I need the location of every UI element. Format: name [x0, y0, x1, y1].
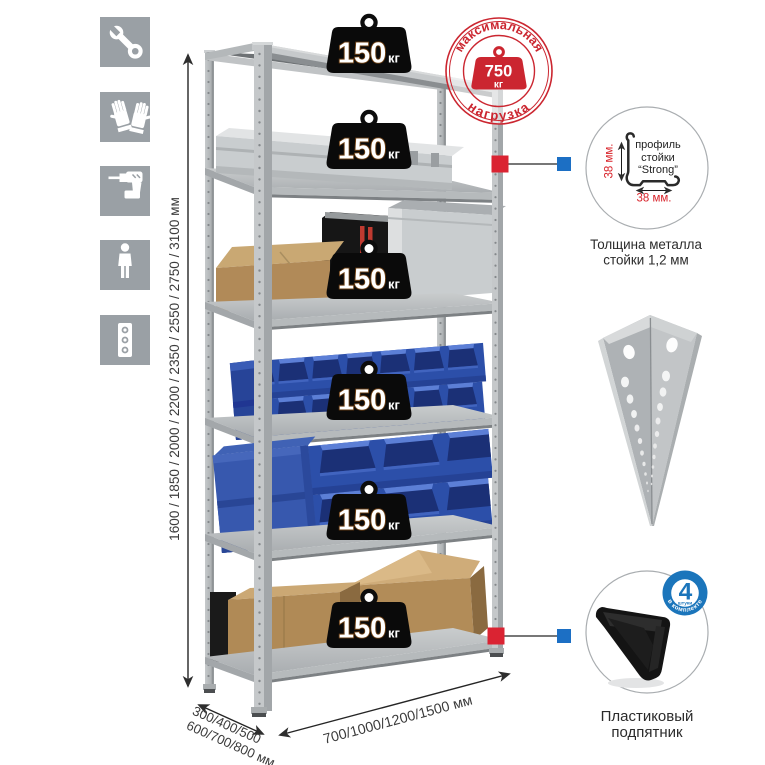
svg-text:38 мм.: 38 мм. [637, 193, 672, 205]
svg-text:38 мм.: 38 мм. [604, 144, 616, 179]
svg-text:“Strong”: “Strong” [638, 164, 678, 176]
svg-text:750: 750 [485, 63, 513, 81]
svg-text:Толщина металла: Толщина металла [590, 237, 702, 252]
svg-text:стойки: стойки [641, 152, 675, 164]
svg-text:стойки 1,2 мм: стойки 1,2 мм [603, 253, 688, 268]
svg-text:4: 4 [679, 579, 693, 606]
svg-text:штуки: штуки [678, 602, 693, 607]
svg-text:подпятник: подпятник [611, 724, 683, 741]
svg-text:профиль: профиль [635, 139, 681, 151]
svg-text:1600 / 1850 / 2000 / 2200 / 23: 1600 / 1850 / 2000 / 2200 / 2350 / 2550 … [167, 197, 182, 541]
svg-text:700/1000/1200/1500 мм: 700/1000/1200/1500 мм [322, 693, 475, 748]
svg-text:кг: кг [494, 80, 503, 91]
svg-text:Пластиковый: Пластиковый [601, 708, 694, 725]
